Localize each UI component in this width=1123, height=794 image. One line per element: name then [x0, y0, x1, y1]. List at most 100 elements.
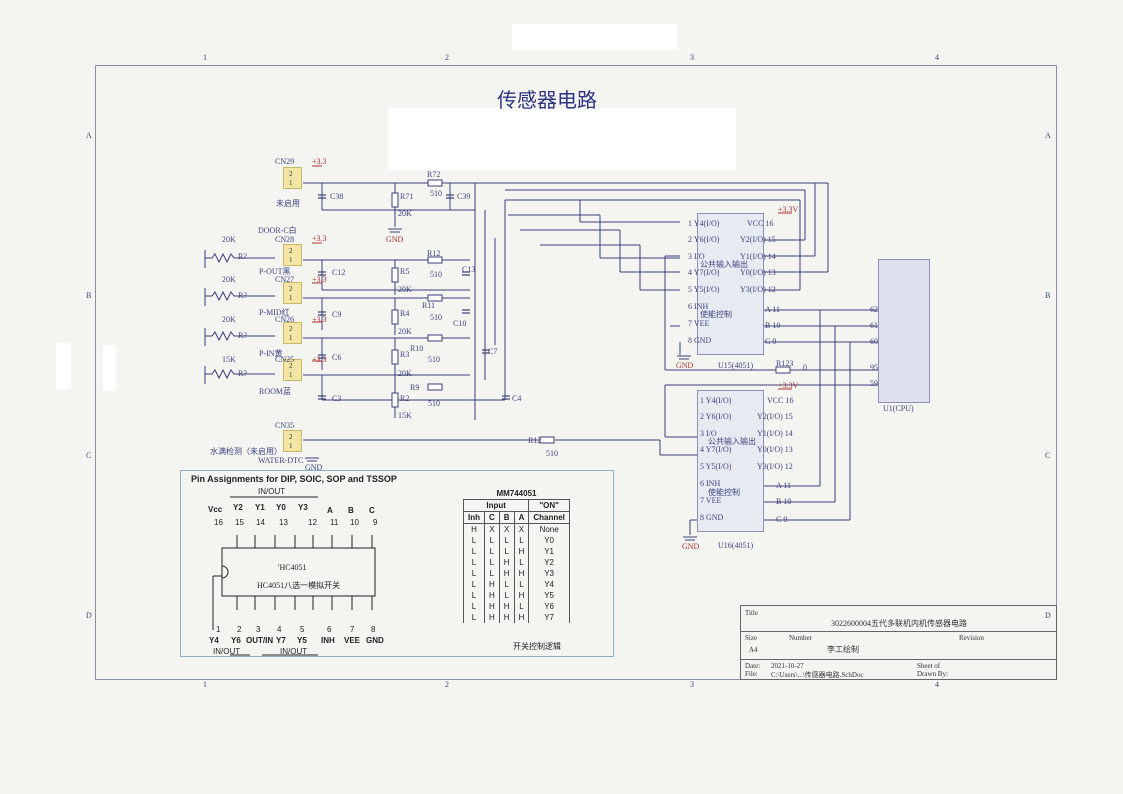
title-block: Title 3022600004五代多联机内机传感器电路 Size A4 Num… — [740, 605, 1057, 680]
chip-name: 'HC4051 — [278, 563, 307, 572]
truth-cell: L — [463, 535, 485, 546]
c10-label: C10 — [453, 319, 467, 328]
c7-label: C7 — [488, 347, 498, 356]
truth-cell: H — [513, 568, 530, 579]
grid-row-c: C — [86, 451, 92, 460]
truth-cell: H — [498, 568, 515, 579]
u16-pin-8: 8 GND — [700, 513, 724, 522]
r72-label: R72 — [427, 170, 441, 179]
grid-row-a-right: A — [1045, 131, 1051, 140]
truth-cell: H — [484, 590, 500, 601]
truth-table-title: MM744051 — [496, 489, 537, 498]
connector-cn28-ref: CN28 — [275, 235, 295, 244]
cn35-gnd: GND — [305, 463, 323, 472]
cn29-label: 未启用 — [276, 199, 300, 208]
pin-num-2: 2 — [237, 625, 242, 634]
pin-num-6: 6 — [327, 625, 332, 634]
grid-row-c-right: C — [1045, 451, 1051, 460]
grid-col-2-bottom: 2 — [445, 680, 449, 689]
tb-size-value: A4 — [749, 646, 758, 654]
truth-cell: Y3 — [528, 568, 570, 579]
r123-label: R123 — [776, 359, 794, 368]
connector-cn26-ref: CN26 — [275, 315, 295, 324]
pin-top-label-3: Y1 — [255, 503, 265, 512]
u15-pin-2: 2 Y6(I/O) — [688, 235, 720, 244]
cn28-res-value: 20K — [222, 235, 236, 244]
truth-col-inh: Inh — [463, 511, 485, 524]
u15-pin-4: 4 Y7(I/O) — [688, 268, 720, 277]
truth-cell: Y0 — [528, 535, 570, 546]
u16-pin-1: 1 Y4(I/O) — [700, 396, 732, 405]
c39-label: C39 — [457, 192, 471, 201]
u16-gnd: GND — [682, 542, 700, 551]
truth-cell: H — [513, 590, 530, 601]
cn25-res-value: 15K — [222, 355, 236, 364]
truth-cell: H — [484, 612, 500, 623]
redacted-mark-left — [56, 343, 71, 389]
u15-vcc: +3.3V — [778, 205, 799, 214]
gnd-label-1: GND — [386, 235, 404, 244]
r71-label: R71 — [400, 192, 414, 201]
tb-file-label: File: — [745, 670, 758, 678]
cn28-power: +3.3 — [312, 234, 327, 243]
truth-cell: L — [463, 601, 485, 612]
pin-num-7: 7 — [350, 625, 355, 634]
u16-note-enable: 使能控制 — [708, 488, 740, 497]
u16-pin-5: 5 Y5(I/O) — [700, 462, 732, 471]
pin-bot-group-2: IN/OUT — [280, 647, 308, 656]
pin-num-10: 10 — [350, 518, 359, 527]
truth-cell: L — [513, 557, 530, 568]
truth-cell: L — [498, 590, 515, 601]
truth-cell: L — [484, 546, 500, 557]
truth-cell: None — [528, 523, 570, 535]
tb-number-value: 李工绘制 — [827, 645, 859, 654]
truth-caption: 开关控制逻辑 — [513, 642, 561, 651]
u16-pin-12: Y3(I/O) 12 — [757, 462, 793, 471]
u16-pin-13: Y0(I/O) 13 — [757, 445, 793, 454]
truth-cell: H — [498, 612, 515, 623]
truth-cell: L — [463, 557, 485, 568]
cn25-res-name: R? — [238, 369, 247, 378]
truth-on-header: "ON" — [528, 499, 570, 512]
grid-col-2: 2 — [445, 53, 449, 62]
cn35-label: 水满检测（未启用） — [210, 447, 282, 456]
truth-col-channel: Channel — [528, 511, 570, 524]
truth-cell: H — [463, 523, 485, 535]
drawing-frame — [95, 65, 1057, 680]
pin-bot-label-6: INH — [321, 636, 335, 645]
cn27-power: +3.3 — [312, 275, 327, 284]
cn25-label: ROOM蓝 — [259, 387, 292, 396]
tb-date-label: Date: — [745, 662, 761, 670]
truth-cell: Y1 — [528, 546, 570, 557]
pin-bot-label-4: Y7 — [276, 636, 286, 645]
tb-file-value: C:\Users\...\传感器电路.SchDoc — [771, 671, 864, 679]
u16-pin-7: 7 VEE — [700, 496, 722, 505]
truth-cell: L — [463, 590, 485, 601]
cn28-label: DOOR-C白 — [258, 226, 297, 235]
u15-pin-1: 1 Y4(I/O) — [688, 219, 720, 228]
r5-value: 20K — [398, 285, 412, 294]
cpu-pin-61: 61 — [870, 321, 878, 330]
r2-label: R2 — [400, 394, 410, 403]
truth-cell: H — [484, 579, 500, 590]
truth-cell: L — [484, 568, 500, 579]
tb-drawn-label: Drawn By: — [917, 670, 948, 678]
cn28-sub: P-OUT黑 — [259, 267, 291, 276]
r123-value: 0 — [803, 363, 807, 372]
r9-label: R9 — [410, 383, 420, 392]
r4-label: R4 — [400, 309, 410, 318]
r12a-value: 510 — [430, 270, 442, 279]
grid-row-d-right: D — [1045, 611, 1051, 620]
redacted-area — [388, 108, 736, 170]
truth-cell: Y4 — [528, 579, 570, 590]
truth-cell: X — [498, 523, 515, 535]
grid-col-4-bottom: 4 — [935, 680, 939, 689]
truth-cell: Y5 — [528, 590, 570, 601]
chip-desc: HC4051八选一模拟开关 — [257, 581, 341, 590]
